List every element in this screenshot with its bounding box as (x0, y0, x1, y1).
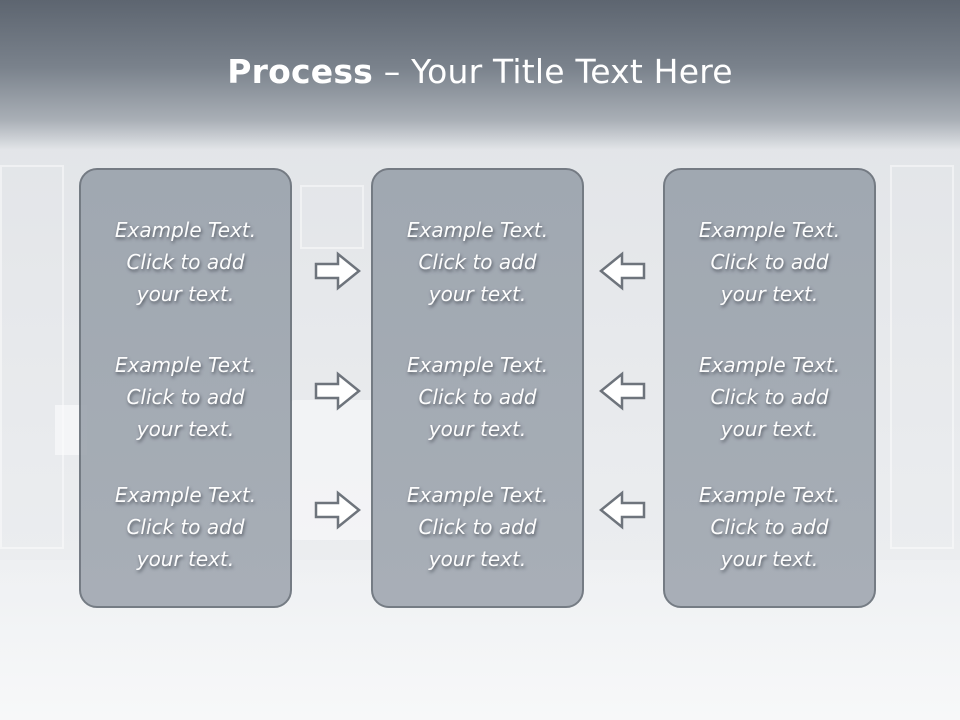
item-line: Example Text. (114, 218, 257, 242)
background-wall-panel (300, 185, 364, 249)
right-arrow-icon (314, 251, 361, 291)
item-line: Click to add (710, 250, 829, 274)
left-arrow-icon (599, 371, 646, 411)
panel-text-item[interactable]: Example Text. Click to add your text. (81, 349, 290, 445)
title-bold: Process (227, 52, 374, 91)
item-line: your text. (136, 417, 235, 441)
item-line: your text. (720, 547, 819, 571)
item-line: Click to add (126, 515, 245, 539)
right-panel[interactable]: Example Text. Click to add your text. Ex… (663, 168, 876, 608)
item-line: your text. (428, 282, 527, 306)
item-line: Example Text. (406, 483, 549, 507)
item-line: your text. (428, 547, 527, 571)
panel-text-item[interactable]: Example Text. Click to add your text. (81, 479, 290, 575)
item-line: Example Text. (114, 353, 257, 377)
center-panel[interactable]: Example Text. Click to add your text. Ex… (371, 168, 584, 608)
panel-text-item[interactable]: Example Text. Click to add your text. (373, 349, 582, 445)
right-arrow-icon (314, 490, 361, 530)
item-line: Example Text. (698, 353, 841, 377)
panel-text-item[interactable]: Example Text. Click to add your text. (373, 214, 582, 310)
item-line: your text. (428, 417, 527, 441)
item-line: Example Text. (698, 483, 841, 507)
panel-text-item[interactable]: Example Text. Click to add your text. (665, 479, 874, 575)
item-line: Example Text. (114, 483, 257, 507)
item-line: Click to add (418, 385, 537, 409)
left-arrow-icon (599, 251, 646, 291)
background-wall-panel (0, 165, 64, 549)
item-line: Example Text. (406, 353, 549, 377)
item-line: Click to add (126, 250, 245, 274)
panel-text-item[interactable]: Example Text. Click to add your text. (81, 214, 290, 310)
header-band (0, 0, 960, 150)
slide-title[interactable]: Process – Your Title Text Here (0, 52, 960, 91)
item-line: Example Text. (698, 218, 841, 242)
panel-text-item[interactable]: Example Text. Click to add your text. (665, 214, 874, 310)
left-panel[interactable]: Example Text. Click to add your text. Ex… (79, 168, 292, 608)
item-line: Click to add (126, 385, 245, 409)
item-line: Click to add (418, 250, 537, 274)
item-line: your text. (720, 417, 819, 441)
item-line: Example Text. (406, 218, 549, 242)
panel-text-item[interactable]: Example Text. Click to add your text. (665, 349, 874, 445)
item-line: Click to add (710, 515, 829, 539)
left-arrow-icon (599, 490, 646, 530)
item-line: Click to add (710, 385, 829, 409)
title-rest: – Your Title Text Here (373, 52, 733, 91)
panel-text-item[interactable]: Example Text. Click to add your text. (373, 479, 582, 575)
item-line: your text. (720, 282, 819, 306)
right-arrow-icon (314, 371, 361, 411)
item-line: your text. (136, 547, 235, 571)
background-wall-panel (890, 165, 954, 549)
item-line: Click to add (418, 515, 537, 539)
item-line: your text. (136, 282, 235, 306)
